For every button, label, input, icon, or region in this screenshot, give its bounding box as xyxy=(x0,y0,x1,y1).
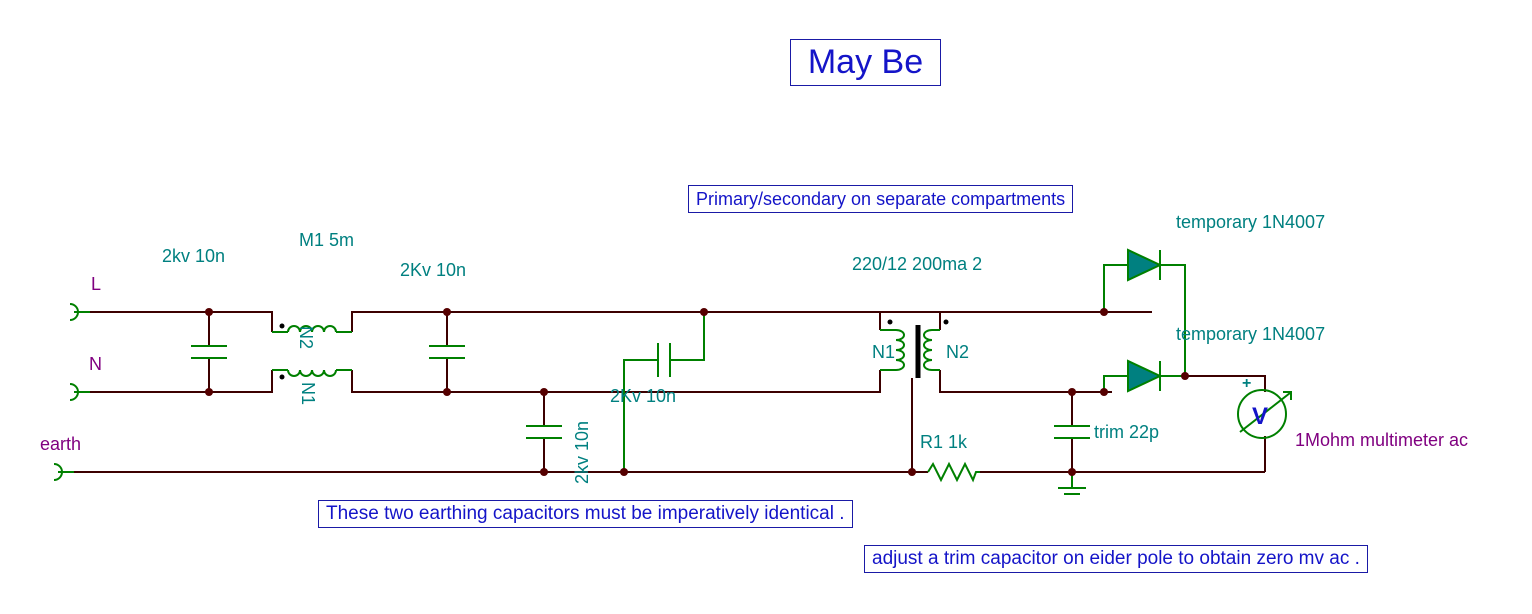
meter-symbol: V xyxy=(1252,403,1268,430)
label-transformer: 220/12 200ma 2 xyxy=(852,254,982,274)
junctions xyxy=(205,308,1189,476)
label-cap-input: 2kv 10n xyxy=(162,246,225,266)
label-transformer-n1: N1 xyxy=(872,342,895,362)
label-choke: M1 5m xyxy=(299,230,354,250)
meter-plus-sign: + xyxy=(1242,375,1251,392)
terminal-icon-line xyxy=(69,303,90,321)
wires xyxy=(74,311,1266,473)
label-transformer-n2: N2 xyxy=(946,342,969,362)
diagram-title: May Be xyxy=(790,39,941,86)
note-earthing-capacitors: These two earthing capacitors must be im… xyxy=(318,500,853,528)
label-meter: 1Mohm multimeter ac xyxy=(1295,430,1468,450)
voltmeter-icon xyxy=(1237,389,1292,439)
terminal-label-neutral: N xyxy=(89,354,102,374)
label-diode-top: temporary 1N4007 xyxy=(1176,212,1325,232)
capacitor-icon-trim xyxy=(1054,425,1090,439)
label-cap-output: 2Kv 10n xyxy=(400,260,466,280)
label-choke-n1: N1 xyxy=(298,382,318,405)
label-diode-bottom: temporary 1N4007 xyxy=(1176,324,1325,344)
capacitor-icon-output xyxy=(429,345,465,359)
capacitor-icon-series xyxy=(623,312,705,472)
label-cap-series: 2Kv 10n xyxy=(610,386,676,406)
diode-icon-bottom xyxy=(1103,359,1185,393)
terminal-label-line: L xyxy=(91,274,101,294)
inductor-icon-choke xyxy=(272,323,352,380)
label-cap-earth: 2kv 10n xyxy=(572,421,592,484)
label-choke-n2: N2 xyxy=(296,326,316,349)
capacitor-icon-input xyxy=(191,345,227,359)
note-primary-secondary: Primary/secondary on separate compartmen… xyxy=(688,185,1074,213)
resistor-icon xyxy=(920,461,980,483)
transformer-icon xyxy=(880,319,949,378)
diode-icon-top xyxy=(1103,248,1186,376)
terminal-icon-earth xyxy=(53,463,74,481)
terminal-label-earth: earth xyxy=(40,434,81,454)
capacitor-icon-earth xyxy=(526,425,562,439)
terminal-icon-neutral xyxy=(69,383,90,401)
note-trim-capacitor: adjust a trim capacitor on eider pole to… xyxy=(864,545,1368,573)
label-resistor: R1 1k xyxy=(920,432,968,452)
label-trim-cap: trim 22p xyxy=(1094,422,1159,442)
